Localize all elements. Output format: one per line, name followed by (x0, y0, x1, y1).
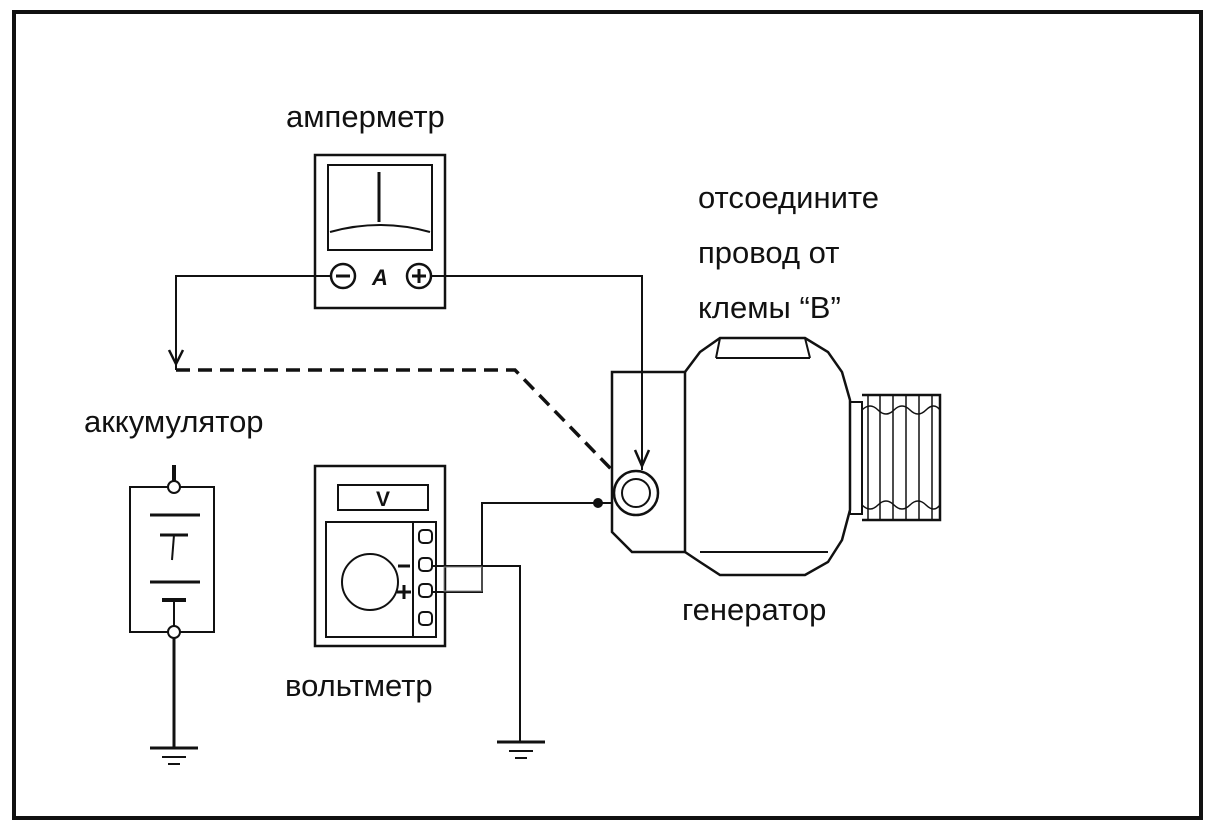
arrow-down-icon (633, 449, 651, 470)
ammeter-minus-wire (175, 275, 331, 370)
ammeter-label: амперметр (286, 99, 445, 134)
alternator-label: генератор (682, 592, 827, 627)
ground-icon (497, 740, 545, 759)
ground-icon (150, 746, 198, 765)
voltmeter: V (313, 464, 447, 648)
voltmeter-symbol: V (376, 488, 390, 511)
ammeter: A (313, 153, 447, 310)
ammeter-plus-wire (431, 275, 643, 470)
note-line: провод от (698, 235, 840, 270)
disconnected-wire (176, 368, 614, 472)
note-line: клемы “B” (698, 290, 841, 325)
voltmeter-plus-wire (432, 502, 612, 593)
b-terminal (612, 469, 660, 517)
disconnect-instruction: отсоедините провод от клемы “B” (698, 170, 879, 335)
note-line: отсоедините (698, 180, 879, 215)
diagram-frame (12, 10, 1203, 820)
ammeter-symbol: A (371, 265, 388, 290)
alternator (593, 336, 942, 577)
voltmeter-minus-wire (432, 565, 521, 742)
voltmeter-label: вольтметр (285, 668, 433, 703)
battery (129, 465, 215, 748)
arrow-down-icon (167, 349, 185, 367)
battery-label: аккумулятор (84, 404, 264, 439)
